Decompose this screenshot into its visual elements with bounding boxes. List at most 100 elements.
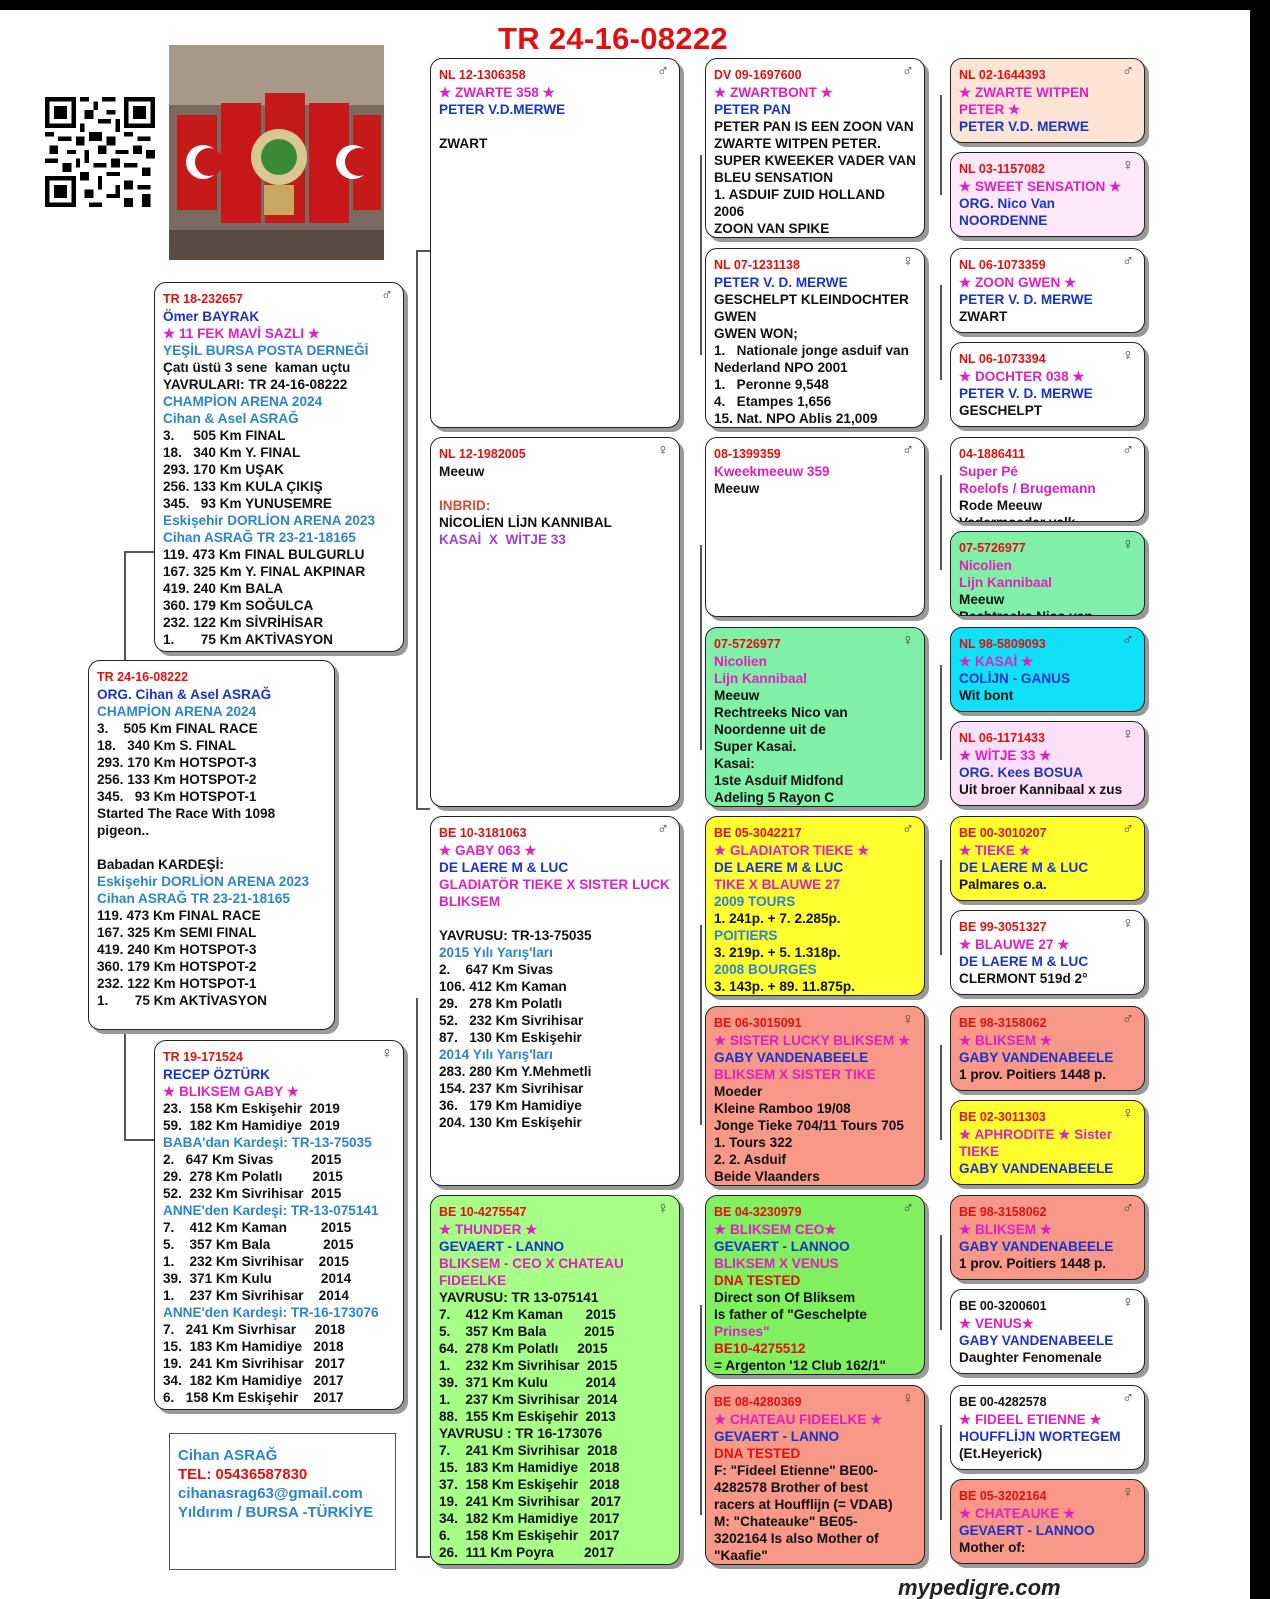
card-line: Kasai: <box>714 756 755 771</box>
connector <box>124 551 126 661</box>
card-line <box>439 118 671 135</box>
ssds-card[interactable]: ♂NL 06-1073359★ ZOON GWEN ★PETER V. D. M… <box>950 248 1145 333</box>
dss-card[interactable]: ♂BE 05-3042217★ GLADIATOR TIEKE ★DE LAER… <box>705 816 925 996</box>
card-line: 34. 182 Km Hamidiye 2017 <box>163 1373 344 1388</box>
ssdd-card[interactable]: ♀NL 06-1073394★ DOCHTER 038 ★PETER V. D.… <box>950 342 1145 427</box>
card-line: Moeder <box>714 1084 763 1099</box>
card-line: 39. 371 Km Kulu 2014 <box>439 1375 616 1390</box>
card-line: DNA TESTED <box>714 1446 801 1461</box>
ddd-card[interactable]: ♀BE 08-4280369★ CHATEAU FIDEELKE ★GEVAER… <box>705 1385 925 1565</box>
ring-number: 04-1886411 <box>959 447 1026 461</box>
card-line: CLERMONT 519d 2° <box>959 971 1088 986</box>
connector <box>940 1235 942 1330</box>
card-line: Eskişehir DORLİON ARENA 2023 <box>163 513 376 528</box>
card-line: 1ste Asduif Midfond <box>714 773 844 788</box>
card-line: Meeuw <box>959 592 1005 607</box>
ddss-card[interactable]: ♂BE 98-3158062★ BLIKSEM ★GABY VANDENABEE… <box>950 1195 1145 1280</box>
card-line: 1. 232 Km Sivrihisar 2015 <box>163 1254 349 1269</box>
card-line: GABY VANDENABEELE <box>959 1239 1114 1254</box>
sssd-card[interactable]: ♀NL 03-1157082★ SWEET SENSATION ★ORG. Ni… <box>950 152 1145 237</box>
card-line: COLİJN - GANUS <box>959 671 1071 686</box>
card-line: 52. 232 Km Sivrihisar 2015 <box>163 1186 342 1201</box>
card-line: F: "Fideel Etienne" BE00- <box>714 1463 878 1478</box>
dsd-card[interactable]: ♀BE 06-3015091★ SISTER LUCKY BLIKSEM ★GA… <box>705 1006 925 1186</box>
card-line: Lijn Kannibaal <box>959 575 1052 590</box>
ring-number: 08-1399359 <box>714 447 781 461</box>
card-line: 1. 75 Km AKTİVASYON <box>163 632 333 647</box>
card-line: 119. 473 Km FINAL BULGURLU <box>163 547 365 562</box>
card-line: GABY VANDENABEELE <box>959 1333 1114 1348</box>
female-symbol-icon: ♀ <box>902 632 914 649</box>
female-symbol-icon: ♀ <box>1122 1105 1134 1122</box>
card-line: 19. 241 Km Sivrihisar 2017 <box>439 1494 622 1509</box>
contact-tel[interactable]: TEL: 05436587830 <box>178 1466 308 1483</box>
contact-email[interactable]: cihanasrag63@gmail.com <box>178 1485 363 1502</box>
ring-number: 07-5726977 <box>959 541 1026 555</box>
card-line: ★ ZWARTE WITPEN <box>959 85 1089 100</box>
ring-number: BE 06-3015091 <box>714 1016 802 1030</box>
dam-sire-card[interactable]: ♂BE 10-3181063★ GABY 063 ★DE LAERE M & L… <box>430 816 680 1186</box>
male-symbol-icon: ♂ <box>902 1200 914 1217</box>
card-line: GESCHELPT <box>959 403 1043 418</box>
female-symbol-icon: ♀ <box>902 253 914 270</box>
ring-number: NL 06-1073359 <box>959 258 1046 272</box>
card-line: ★ 11 FEK MAVİ SAZLI ★ <box>163 326 321 341</box>
ring-number: NL 98-5809093 <box>959 637 1046 651</box>
card-line: "Kaafie" <box>714 1548 768 1563</box>
card-line: ZOON VAN SPIKE <box>714 221 830 236</box>
ddds-card[interactable]: ♂BE 00-4282578★ FIDEEL ETIENNE ★HOUFFLİJ… <box>950 1385 1145 1470</box>
ring-number: BE 02-3011303 <box>959 1110 1046 1124</box>
card-line: 2006 <box>714 204 745 219</box>
card-line: 6. 158 Km Eskişehir 2017 <box>163 1390 344 1405</box>
right-edge-bar <box>1250 0 1270 1599</box>
card-line: SUPER KWEEKER VADER VAN <box>714 153 916 168</box>
ring-number: BE 04-3230979 <box>714 1205 802 1219</box>
card-line: GABY VANDENABEELE <box>959 1161 1114 1176</box>
sddd-card[interactable]: ♀NL 06-1171433★ WİTJE 33 ★ORG. Kees BOSU… <box>950 721 1145 806</box>
dssd-card[interactable]: ♀BE 99-3051327★ BLAUWE 27 ★DE LAERE M & … <box>950 910 1145 995</box>
card-line: 1. 75 Km AKTİVASYON <box>97 993 267 1008</box>
card-line: Super Pé <box>959 464 1018 479</box>
card-line: BLIKSEM X VENUS <box>714 1256 839 1271</box>
sire-sire-card[interactable]: ♂NL 12-1306358★ ZWARTE 358 ★PETER V.D.ME… <box>430 58 680 428</box>
card-line: NİCOLİEN LİJN KANNIBAL <box>439 515 612 530</box>
ring-number: NL 07-1231138 <box>714 258 800 272</box>
card-line: pigeon.. <box>97 823 150 838</box>
card-line: 256. 133 Km HOTSPOT-2 <box>97 772 257 787</box>
card-line: 293. 170 Km HOTSPOT-3 <box>97 755 257 770</box>
card-line: ZWARTE WITPEN PETER. <box>714 136 881 151</box>
card-line: BLEU SENSATION <box>714 170 834 185</box>
dddd-card[interactable]: ♀BE 05-3202164★ CHATEAUKE ★GEVAERT - LAN… <box>950 1479 1145 1564</box>
dds-card[interactable]: ♂BE 04-3230979★ BLIKSEM CEO★GEVAERT - LA… <box>705 1195 925 1375</box>
male-symbol-icon: ♂ <box>1122 1390 1134 1407</box>
female-symbol-icon: ♀ <box>1122 1294 1134 1311</box>
card-line: 59. 182 Km Hamidiye 2019 <box>163 1118 340 1133</box>
card-line: 3. 505 Km FINAL <box>163 428 286 443</box>
dsds-card[interactable]: ♂BE 98-3158062★ BLIKSEM ★GABY VANDENABEE… <box>950 1006 1145 1091</box>
card-line: Babadan KARDEŞİ: <box>97 857 224 872</box>
card-line: 2015 Yılı Yarış'ları <box>439 945 553 960</box>
card-line: CHAMPİON ARENA 2024 <box>97 704 257 719</box>
connector <box>124 1139 154 1141</box>
card-line: PETER V.D.MERWE <box>439 102 566 117</box>
dam-dam-card[interactable]: ♀BE 10-4275547★ THUNDER ★GEVAERT - LANNO… <box>430 1195 680 1565</box>
female-symbol-icon: ♀ <box>1122 536 1134 553</box>
card-line: Çatı üstü 3 sene kaman uçtu <box>163 360 351 375</box>
connector <box>416 998 418 1558</box>
card-line: (Et.Heyerick) <box>959 1446 1043 1461</box>
